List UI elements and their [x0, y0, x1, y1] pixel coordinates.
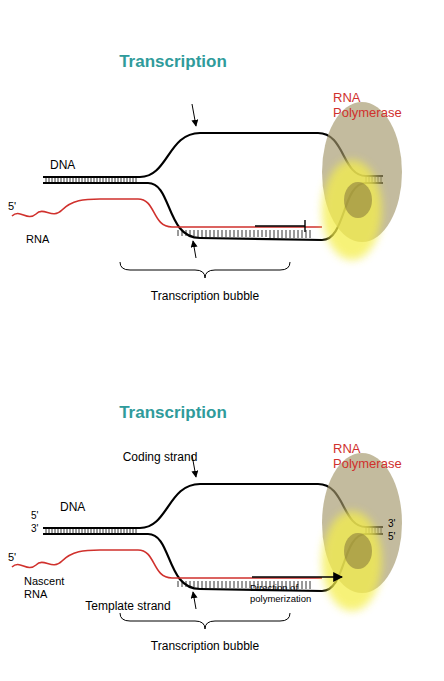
- text-label: 5': [8, 200, 28, 213]
- enzyme-label: RNA Polymerase: [333, 441, 405, 471]
- text-label: 3': [388, 518, 402, 530]
- text-label: DNA: [50, 158, 90, 172]
- panel-title: Transcription: [88, 52, 258, 72]
- text-label: Transcription bubble: [120, 639, 290, 653]
- text-label: DNA: [60, 500, 100, 514]
- text-label: 5': [31, 510, 45, 522]
- text-label: Direction of polymerization: [250, 582, 332, 604]
- text-label: 3': [31, 523, 45, 535]
- text-label: 5': [388, 531, 402, 543]
- text-label: 5': [8, 551, 28, 564]
- text-label: RNA: [26, 233, 66, 246]
- end-bar: [255, 220, 305, 232]
- text-label: Nascent RNA: [24, 575, 79, 601]
- transcription-illustration: [12, 102, 402, 278]
- text-label: Transcription bubble: [120, 289, 290, 303]
- text-label: Coding strand: [95, 450, 225, 464]
- text-label: Template strand: [63, 599, 193, 613]
- direction-arrow: [252, 576, 342, 577]
- panel-title: Transcription: [88, 403, 258, 423]
- transcription-illustration: [12, 453, 402, 629]
- enzyme-label: RNA Polymerase: [333, 90, 405, 120]
